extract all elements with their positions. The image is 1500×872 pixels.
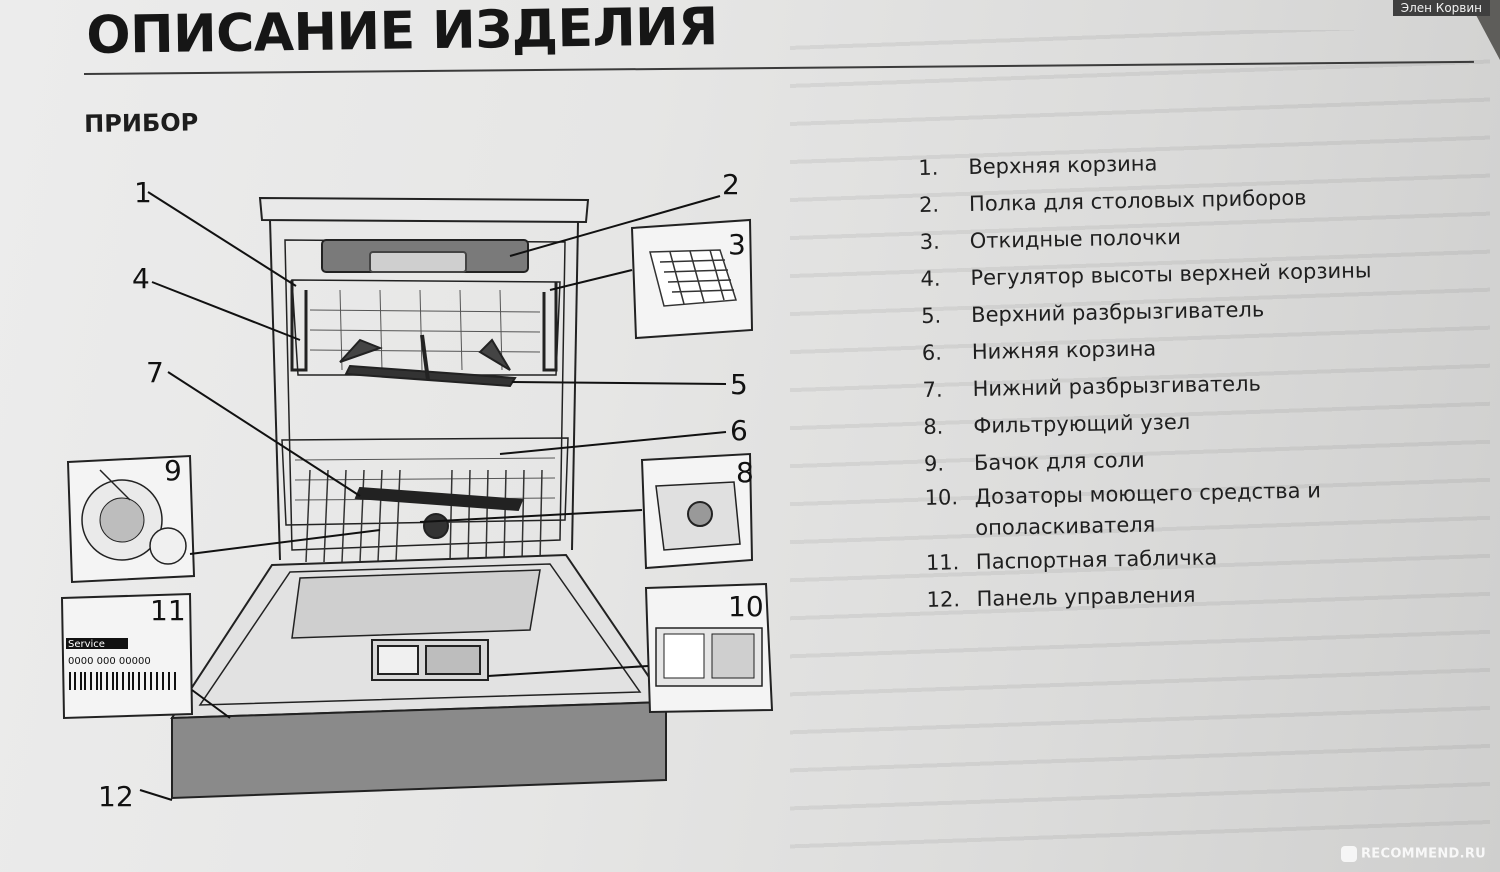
leader-9 <box>189 529 381 555</box>
leader-12 <box>139 789 173 801</box>
callout-11: 11 <box>150 594 186 627</box>
callout-4: 4 <box>132 262 150 295</box>
callout-8: 8 <box>736 456 754 489</box>
leader-7 <box>167 371 361 497</box>
author-watermark: Элен Корвин <box>1392 0 1490 16</box>
cabinet-left-wall <box>269 219 281 561</box>
upper-basket <box>291 279 561 376</box>
legend-item: 10.Дозаторы моющего средства и ополаскив… <box>924 478 1322 540</box>
leader-6 <box>499 431 727 455</box>
leader-10 <box>487 665 649 677</box>
dishwasher-diagram: Service 0000 000 00000 <box>60 170 774 813</box>
callout-1: 1 <box>134 176 152 209</box>
inset-dispensers <box>644 582 774 714</box>
lower-basket <box>281 437 569 526</box>
inset-salt-tank <box>66 454 196 584</box>
page-title: ОПИСАНИЕ ИЗДЕЛИЯ <box>86 0 719 66</box>
cabinet-top <box>258 196 590 224</box>
leader-2 <box>509 195 721 257</box>
leader-3 <box>549 269 633 291</box>
callout-10: 10 <box>728 590 764 623</box>
callout-3: 3 <box>728 228 746 261</box>
parts-legend: 1.Верхняя корзина 2.Полка для столовых п… <box>918 141 1378 619</box>
height-adjuster <box>290 280 308 372</box>
leader-4 <box>151 281 301 341</box>
upper-spray-arm <box>344 364 517 388</box>
legend-item: 12.Панель управления <box>926 582 1196 612</box>
leader-8 <box>419 509 643 523</box>
door-window <box>291 569 541 639</box>
brand-logo-icon <box>1340 846 1357 862</box>
callout-12: 12 <box>98 780 134 813</box>
inset-foldable-racks <box>630 218 754 340</box>
inset-filter <box>640 452 754 570</box>
leader-5 <box>511 381 727 385</box>
callout-6: 6 <box>730 414 748 447</box>
inset-rating-plate: Service 0000 000 00000 <box>60 592 194 720</box>
site-watermark-text: RECOMMEND.RU <box>1360 846 1486 862</box>
callout-7: 7 <box>146 356 164 389</box>
control-panel <box>171 700 667 800</box>
rating-plate-label: Service <box>68 639 105 650</box>
leader-1 <box>147 191 297 287</box>
callout-5: 5 <box>730 368 748 401</box>
callout-9: 9 <box>164 454 182 487</box>
leader-11 <box>191 689 231 719</box>
rating-plate-number: 0000 000 00000 <box>68 656 151 667</box>
section-heading: ПРИБОР <box>84 108 199 138</box>
site-watermark: RECOMMEND.RU <box>1340 846 1486 862</box>
callout-2: 2 <box>722 170 740 201</box>
cabinet-right-wall <box>571 221 579 551</box>
